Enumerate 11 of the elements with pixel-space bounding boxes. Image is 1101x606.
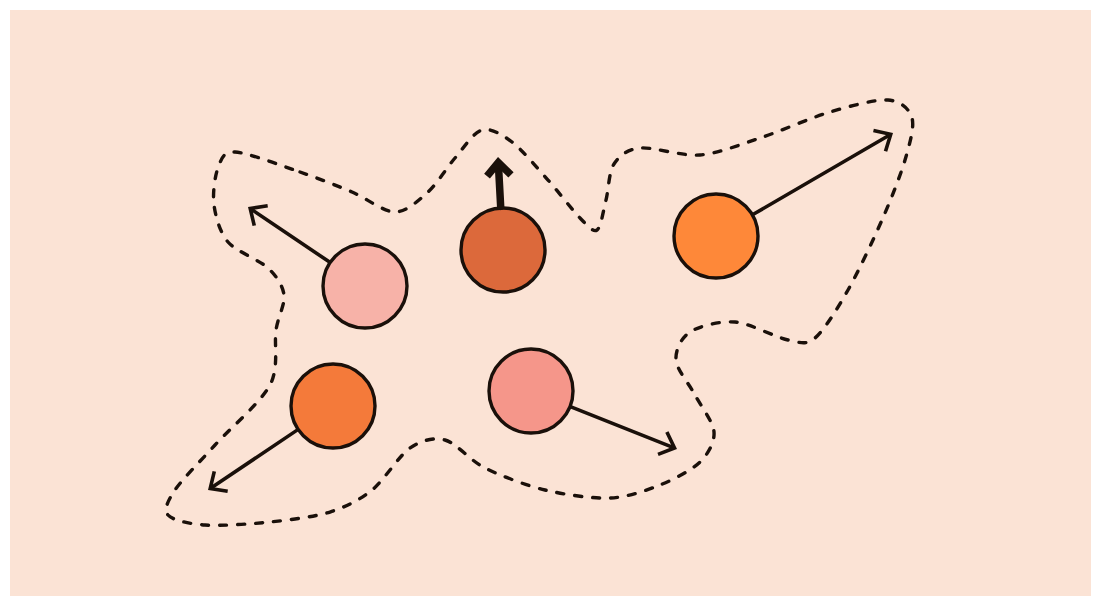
arrow — [569, 405, 677, 457]
dashed-boundary — [164, 98, 915, 527]
filled-circle — [672, 192, 760, 280]
arrow — [484, 157, 514, 211]
arrow — [208, 428, 299, 493]
filled-circle — [289, 362, 377, 450]
filled-circle — [321, 242, 409, 330]
filled-circle — [487, 347, 575, 435]
arrow — [248, 204, 331, 264]
arrow — [751, 128, 893, 216]
filled-circle — [459, 206, 547, 294]
